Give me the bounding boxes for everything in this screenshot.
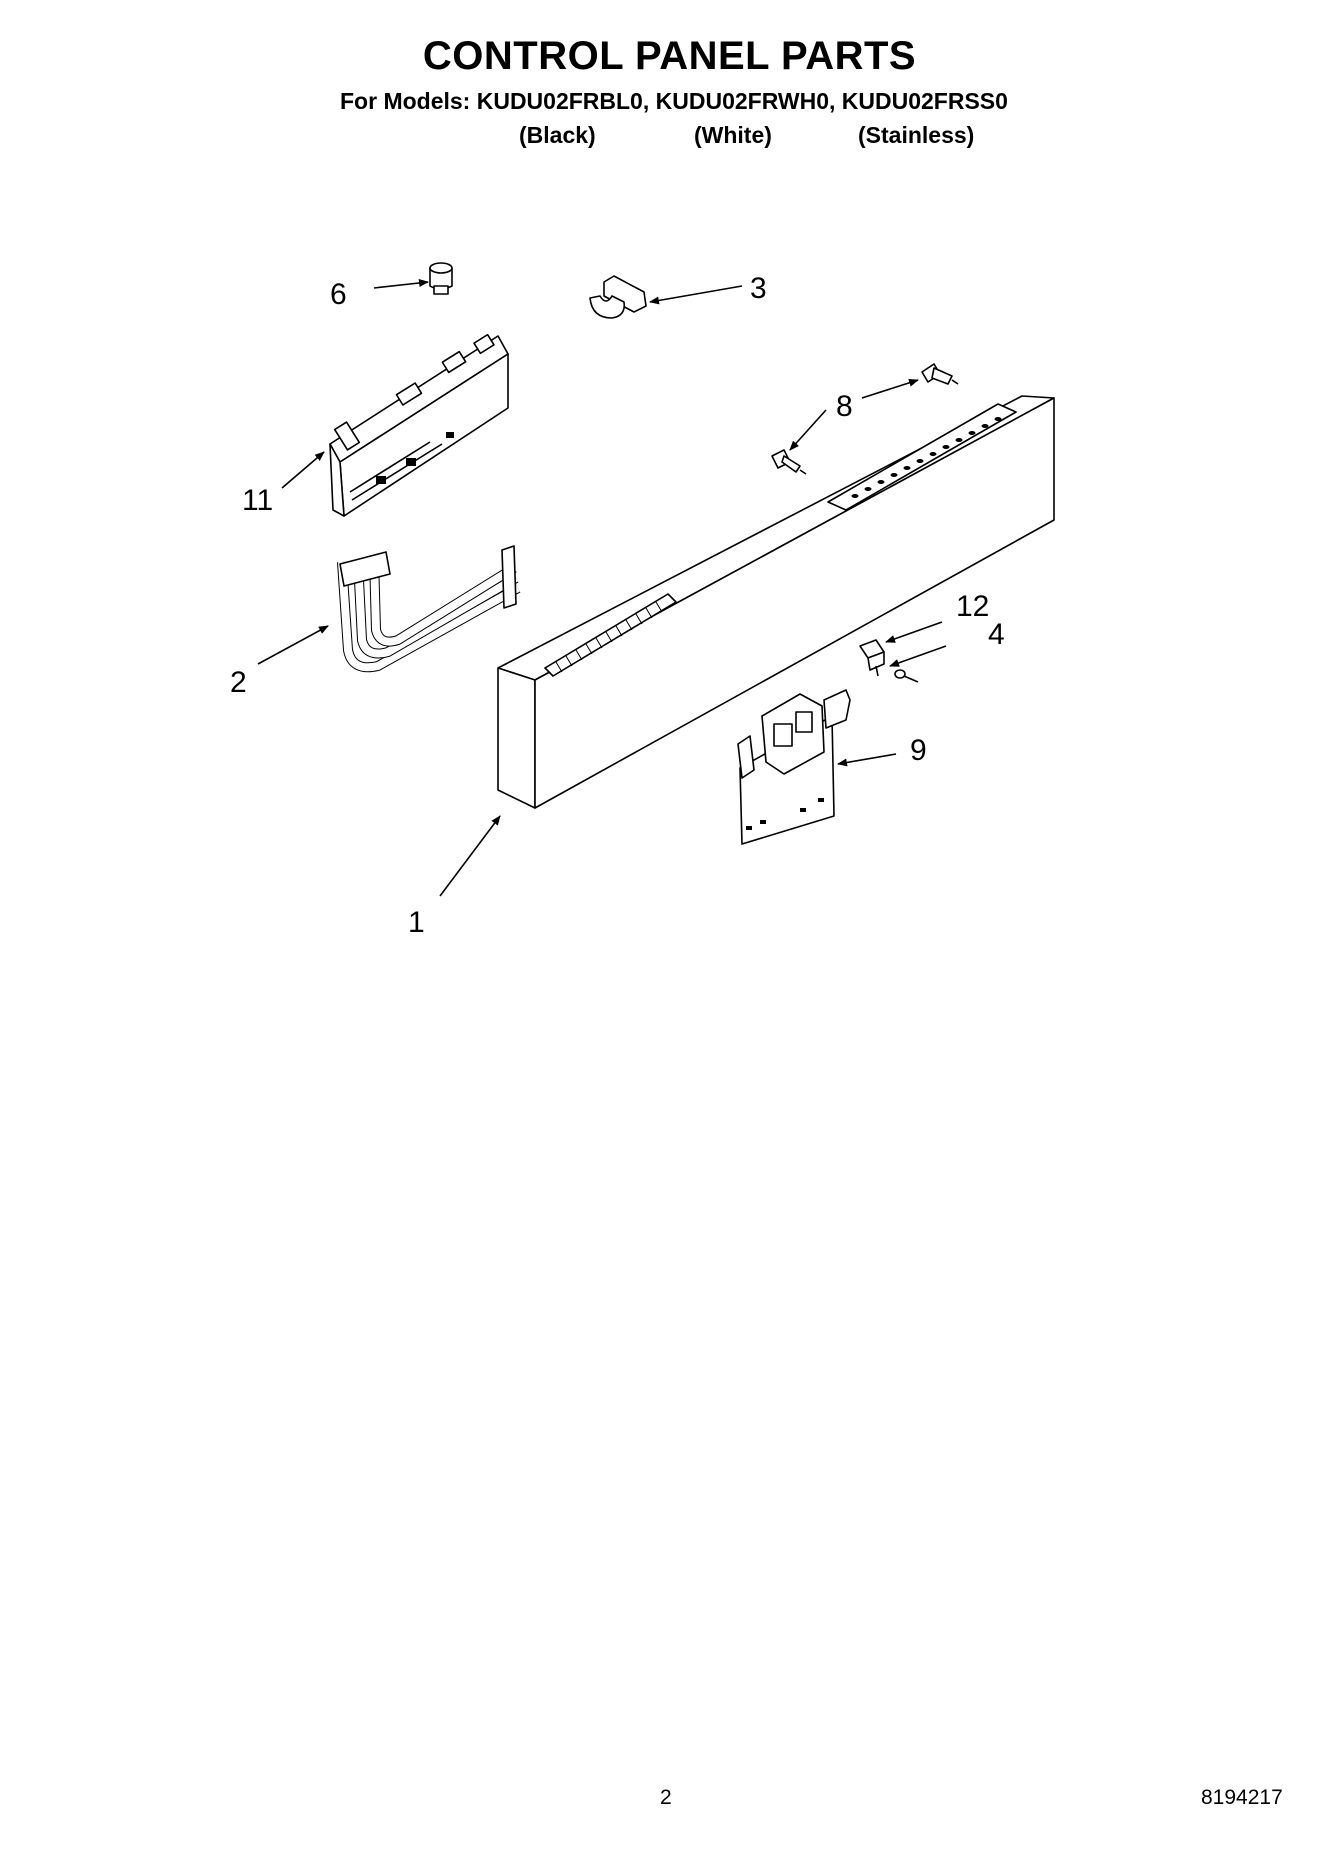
variant-white-label: (White): [694, 122, 772, 148]
connector-block: [859, 639, 885, 677]
variant-stainless-label: (Stainless): [858, 122, 975, 148]
callout-9: 9: [910, 734, 927, 767]
electronic-control-board: [329, 333, 509, 517]
callout-3: 3: [750, 272, 767, 305]
leader-arrows: [257, 279, 947, 897]
variant-black-label: (Black): [519, 122, 596, 148]
callout-2: 2: [230, 666, 247, 699]
panel-screw-lower: [771, 449, 807, 475]
document-number: 8194217: [1201, 1786, 1283, 1809]
small-screw: [894, 669, 919, 683]
page-title: CONTROL PANEL PARTS: [422, 34, 917, 78]
panel-screw-upper: [921, 363, 959, 385]
mounting-clip: [589, 275, 647, 319]
callout-1: 1: [408, 906, 425, 939]
page-number: 2: [660, 1786, 672, 1809]
switch-assembly: [737, 689, 851, 845]
callout-11: 11: [242, 484, 273, 517]
models-line: For Models: KUDU02FRBL0, KUDU02FRWH0, KU…: [340, 88, 1008, 114]
control-panel-console: [497, 395, 1055, 809]
callout-6: 6: [330, 278, 347, 311]
callout-12: 12: [956, 590, 989, 623]
ribbon-wire-harness: [337, 545, 521, 673]
callout-8: 8: [836, 390, 853, 423]
button-cap: [429, 262, 453, 295]
callout-4: 4: [988, 618, 1005, 651]
